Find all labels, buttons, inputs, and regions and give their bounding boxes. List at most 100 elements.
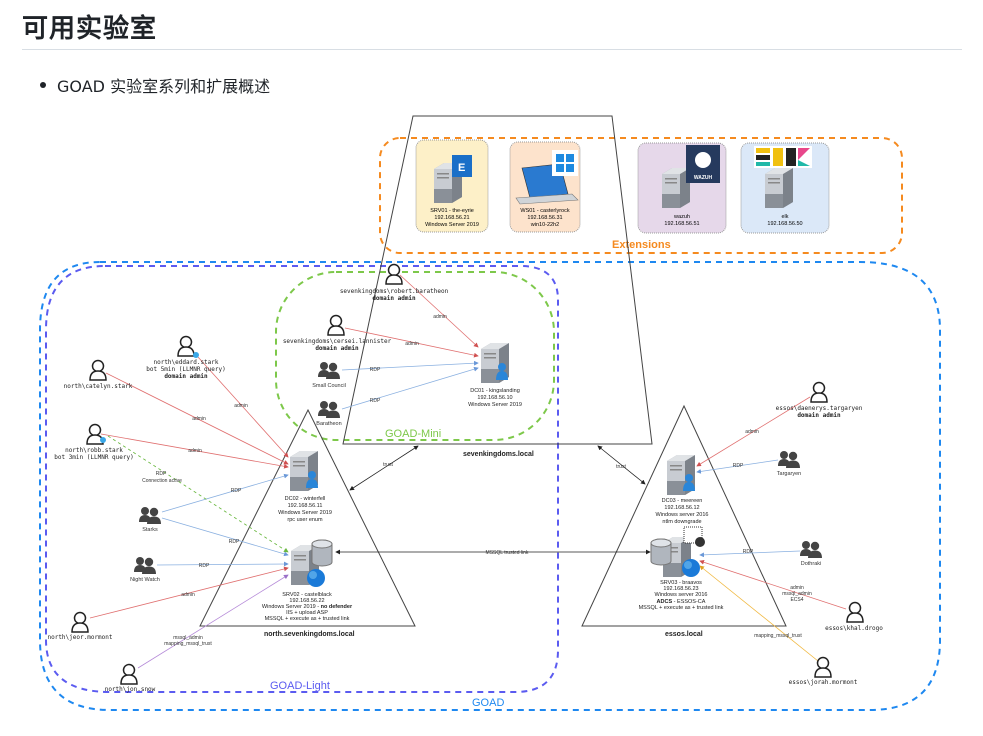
goad-light-group-label: GOAD-Light [270, 680, 330, 692]
group-baratheon: Baratheon [316, 401, 342, 427]
svg-text:WS01 - casterlyrock: WS01 - casterlyrock [520, 208, 569, 214]
svg-text:sevenkingdoms\cersei.lannister: sevenkingdoms\cersei.lannister [283, 338, 392, 345]
svg-text:Windows Server 2019: Windows Server 2019 [468, 402, 522, 408]
user-cersei: sevenkingdoms\cersei.lannister domain ad… [283, 314, 392, 352]
edge-label-jeor-admin: admin [181, 592, 195, 598]
edge-dothraki-rdp [699, 550, 801, 558]
group-icon [318, 401, 340, 418]
edge-daenerys-admin [696, 396, 811, 467]
svg-text:north\jeor.mormont: north\jeor.mormont [47, 634, 112, 641]
extensions-group-label: Extensions [612, 239, 671, 251]
edge-label-dothraki-rdp: RDP [743, 549, 754, 555]
edge-label-jon-mapping: mapping_mssql_trust [164, 641, 212, 647]
user-robert: sevenkingdoms\robert.baratheon domain ad… [340, 263, 449, 302]
edge-label-rdp-active-1: RDP [156, 471, 167, 477]
user-icon [71, 611, 89, 633]
server-dc03: DC03 - meereen 192.168.56.12 Windows ser… [656, 455, 709, 525]
user-jorah: essos\jorah.mormont [789, 656, 858, 686]
svg-text:192.168.56.50: 192.168.56.50 [767, 221, 802, 227]
group-small-council: Small Council [312, 362, 346, 389]
group-dothraki: Dothraki [800, 541, 822, 567]
edge-nightwatch-rdp [156, 561, 289, 567]
svg-text:elk: elk [781, 214, 788, 220]
extension-card-elk: elk 192.168.56.50 [740, 142, 830, 234]
svg-text:192.168.56.23: 192.168.56.23 [663, 586, 698, 592]
svg-text:wazuh: wazuh [673, 214, 690, 220]
svg-text:192.168.56.21: 192.168.56.21 [434, 215, 469, 221]
bullet-item: GOAD 实验室系列和扩展概述 [40, 73, 270, 97]
svg-text:192.168.56.10: 192.168.56.10 [477, 395, 512, 401]
edge-label-jon-mssql-admin: mssql_admin [173, 635, 203, 641]
extension-card-ws01: WS01 - casterlyrock 192.168.56.31 win10-… [509, 141, 581, 233]
user-icon [327, 314, 345, 336]
edge-robb-admin [100, 433, 289, 469]
svg-text:domain admin: domain admin [164, 373, 208, 380]
north-domain-shape [199, 408, 416, 627]
edge-catelyn-admin [105, 372, 289, 465]
edge-label-small-council-rdp: RDP [370, 367, 381, 373]
edge-label-khal-2: mssql_admin [782, 591, 812, 597]
svg-text:domain admin: domain admin [372, 295, 416, 302]
edge-trust-essos [597, 445, 646, 485]
edge-eddard-admin [197, 356, 289, 458]
svg-text:Starks: Starks [142, 527, 158, 533]
user-icon [385, 263, 403, 285]
essos-domain-shape [581, 404, 787, 627]
edge-baratheon-rdp [341, 366, 479, 410]
user-jeor: north\jeor.mormont [47, 611, 113, 641]
user-jon: north\jon.snow [105, 663, 156, 693]
svg-text:192.168.56.22: 192.168.56.22 [289, 598, 324, 604]
user-robb: north\robb.stark bot 3min (LLMNR query) [54, 423, 134, 461]
svg-text:Windows server 2016: Windows server 2016 [656, 512, 709, 518]
edge-label-eddard-admin: admin [234, 403, 248, 409]
edge-label-khal-1: admin [790, 585, 804, 591]
server-dc02: DC02 - winterfell 192.168.56.11 Windows … [278, 451, 332, 523]
edge-khal-admin [699, 559, 847, 610]
edge-trust-north [349, 445, 419, 491]
svg-text:Targaryen: Targaryen [777, 471, 801, 477]
svg-text:MSSQL + execute as + trusted l: MSSQL + execute as + trusted link [639, 605, 724, 611]
group-icon [139, 507, 161, 524]
edge-label-robb-admin: admin [188, 448, 202, 454]
svg-text:WAZUH: WAZUH [694, 175, 713, 181]
edge-label-starks-rdp-srv02: RDP [229, 539, 240, 545]
edge-label-baratheon-rdp: RDP [370, 398, 381, 404]
user-khal: essos\khal.drogo [825, 601, 883, 632]
svg-text:MSSQL + execute as + trusted l: MSSQL + execute as + trusted link [265, 616, 350, 622]
svg-text:north\catelyn.stark: north\catelyn.stark [64, 383, 133, 390]
user-icon [89, 359, 107, 381]
svg-text:sevenkingdoms\robert.baratheon: sevenkingdoms\robert.baratheon [340, 288, 449, 295]
server-srv03: SRV03 - braavos 192.168.56.23 Windows se… [639, 526, 724, 611]
edge-robert-admin [399, 274, 479, 348]
svg-text:ntlm downgrade: ntlm downgrade [662, 519, 701, 525]
sevenkingdoms-domain-label: sevenkingdoms.local [463, 451, 534, 458]
svg-text:Night Watch: Night Watch [130, 577, 160, 583]
extension-card-wazuh: WAZUH wazuh 192.168.56.51 [637, 142, 727, 234]
edge-label-daenerys-admin: admin [745, 429, 759, 435]
svg-text:192.168.56.31: 192.168.56.31 [527, 215, 562, 221]
svg-text:192.168.56.51: 192.168.56.51 [664, 221, 699, 227]
edge-small-council-rdp [341, 360, 479, 371]
goad-mini-group-label: GOAD-Mini [385, 428, 441, 440]
svg-text:win10-22h2: win10-22h2 [530, 222, 559, 228]
svg-text:essos\jorah.mormont: essos\jorah.mormont [789, 679, 858, 686]
edge-label-catelyn-admin: admin [192, 416, 206, 422]
edge-jorah-mapping [699, 565, 819, 662]
svg-text:DC02 - winterfell: DC02 - winterfell [285, 496, 326, 502]
user-icon [846, 601, 864, 623]
svg-text:Windows server 2016: Windows server 2016 [655, 592, 708, 598]
bullet-text: GOAD 实验室系列和扩展概述 [57, 77, 271, 96]
bullet-dot-icon [40, 82, 46, 88]
svg-text:domain admin: domain admin [797, 412, 841, 419]
group-icon [134, 557, 156, 574]
group-night-watch: Night Watch [130, 557, 160, 583]
svg-text:rpc user enum: rpc user enum [287, 517, 323, 523]
user-icon [177, 335, 195, 357]
user-catelyn: north\catelyn.stark [64, 359, 133, 390]
svg-text:Windows Server 2019: Windows Server 2019 [278, 510, 332, 516]
user-daenerys: essos\daenerys.targaryen domain admin [776, 381, 863, 419]
svg-text:north\robb.stark: north\robb.stark [65, 447, 123, 454]
svg-text:E: E [458, 162, 465, 174]
edge-label-trust-essos: trust [616, 464, 626, 470]
